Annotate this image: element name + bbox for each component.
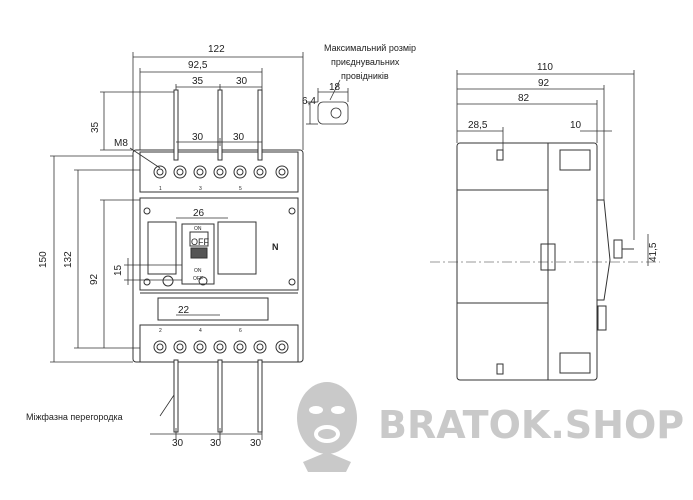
screw-label-m8: M8: [114, 138, 128, 149]
dim-bar-length: 35: [90, 121, 101, 133]
dim-terminal-pitch-left: 30: [192, 132, 204, 143]
side-handle: [596, 199, 611, 301]
dim-bottom-pitch-2: 30: [210, 438, 222, 449]
dim-handle-width: 26: [193, 208, 205, 219]
toggle-indicator: [190, 247, 208, 259]
side-dimension-lines: [456, 70, 649, 266]
dim-pitch-30: 30: [236, 76, 248, 87]
dim-handle-travel: 22: [178, 305, 190, 316]
conductor-note-line2: приєднувальних: [331, 57, 400, 67]
conductor-note-line1: Максимальний розмір: [324, 43, 416, 53]
dim-terminal-pitch-right: 30: [233, 132, 245, 143]
dim-bottom-pitch-3: 30: [250, 438, 262, 449]
dim-offset-15: 15: [113, 264, 124, 276]
toggle-handle: [189, 231, 209, 247]
dim-pitch-35: 35: [192, 76, 204, 87]
toggle-handle-frame: [181, 223, 215, 285]
top-terminal-number-3: 3: [199, 186, 202, 192]
top-terminal-number-5: 5: [239, 186, 242, 192]
right-window: [217, 221, 257, 275]
bottom-terminal-number-4: 4: [199, 328, 202, 334]
bottom-terminals: [153, 340, 289, 354]
cover-panel: [139, 197, 299, 291]
dim-width-total: 122: [208, 44, 225, 55]
dim-height-mid: 132: [63, 251, 74, 268]
bottom-terminal-number-2: 2: [159, 328, 162, 334]
gorilla-logo-icon: [297, 382, 357, 472]
dim-width-poles: 92,5: [188, 60, 208, 71]
conductor-note-line3: провідників: [341, 71, 389, 81]
dim-depth-total: 110: [537, 62, 553, 73]
watermark-text: BRATOK.SHOP: [378, 403, 684, 447]
conductor-detail: [306, 79, 349, 125]
phase-barrier-label: Міжфазна перегородка: [26, 412, 123, 422]
rating-plate: [157, 297, 269, 321]
dim-handle-height: 41,5: [648, 242, 659, 262]
dim-bottom-pitch-1: 30: [172, 438, 184, 449]
top-terminals: [153, 165, 289, 179]
dim-depth-82: 82: [518, 93, 530, 104]
dim-6-4: 6,4: [302, 96, 316, 107]
dim-height-low: 92: [89, 273, 100, 285]
handle-off-label-low: OFF: [193, 276, 203, 282]
handle-on-label-low: ON: [194, 268, 202, 274]
watermark: BRATOK.SHOP: [297, 382, 684, 472]
top-terminal-number-1: 1: [159, 186, 162, 192]
front-dimension-lines: [50, 52, 304, 440]
neutral-mark: N: [272, 242, 279, 252]
dim-height-total: 150: [38, 251, 49, 268]
side-body: [456, 142, 598, 381]
dim-offset-10: 10: [570, 120, 582, 131]
handle-on-label: ON: [194, 226, 202, 232]
dim-offset-28-5: 28,5: [468, 120, 488, 131]
bottom-terminal-number-6: 6: [239, 328, 242, 334]
dim-depth-92: 92: [538, 78, 550, 89]
breaker-side-view: [456, 142, 634, 381]
left-window: [147, 221, 177, 275]
handle-off-label: OFF: [191, 237, 209, 247]
dim-18: 18: [329, 82, 341, 93]
